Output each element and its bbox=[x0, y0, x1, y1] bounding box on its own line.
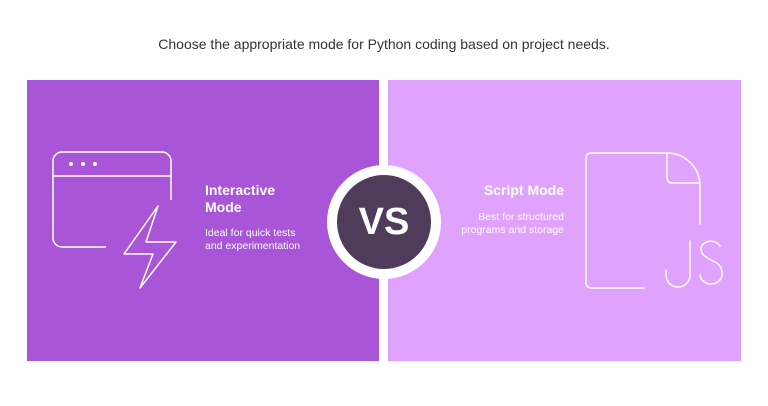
diagram-title: Choose the appropriate mode for Python c… bbox=[158, 36, 610, 52]
script-mode-description: Best for structured programs and storage bbox=[461, 211, 564, 236]
script-mode-heading: Script Mode bbox=[483, 182, 564, 198]
interactive-mode-heading: Interactive Mode bbox=[205, 182, 276, 215]
interactive-mode-description: Ideal for quick tests and experimentatio… bbox=[205, 227, 301, 252]
interactive-mode-panel bbox=[27, 80, 379, 361]
vs-label: VS bbox=[337, 175, 431, 269]
vs-badge: VS bbox=[327, 165, 441, 279]
script-mode-panel bbox=[388, 80, 741, 361]
